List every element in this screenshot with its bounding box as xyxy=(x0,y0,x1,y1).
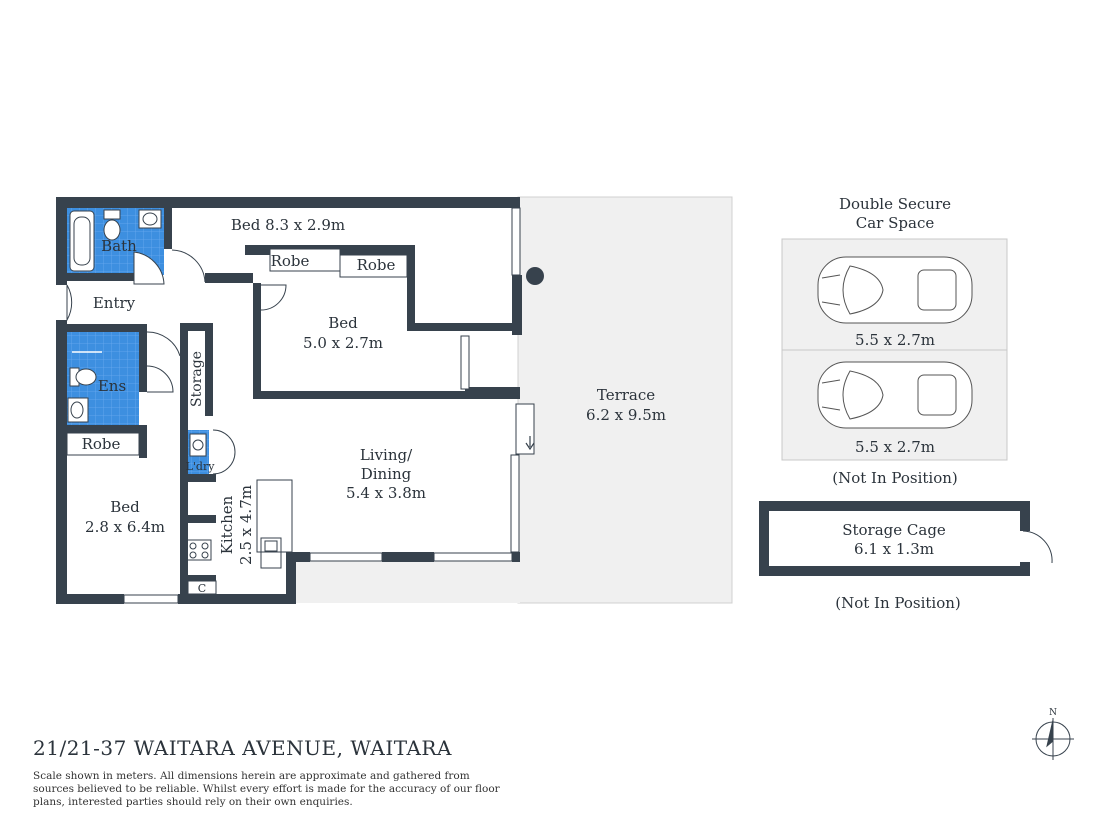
storage-cage: Storage Cage 6.1 x 1.3m (Not In Position… xyxy=(759,501,1030,612)
car-space: Double Secure Car Space 5.5 x 2.7m 5.5 x… xyxy=(781,195,1008,487)
windows xyxy=(123,207,535,604)
bed2-label: Bed xyxy=(328,314,358,332)
car-space-title-1: Double Secure xyxy=(839,195,951,213)
terrace-area xyxy=(296,196,733,604)
car-icon-2 xyxy=(817,361,973,429)
bed3-label: Bed xyxy=(110,498,140,516)
column-marker xyxy=(526,267,544,285)
car-space-1-dims: 5.5 x 2.7m xyxy=(855,331,935,349)
car-space-2-dims: 5.5 x 2.7m xyxy=(855,438,935,456)
terrace-label: Terrace xyxy=(597,386,655,404)
bath-label: Bath xyxy=(101,237,137,255)
disclaimer-text: Scale shown in meters. All dimensions he… xyxy=(33,770,500,808)
kitchen-label: Kitchen xyxy=(218,495,236,554)
storage-cage-note: (Not In Position) xyxy=(835,594,961,612)
terrace-dims: 6.2 x 9.5m xyxy=(586,406,666,424)
robe1-label: Robe xyxy=(271,252,310,270)
robe3-label: Robe xyxy=(82,435,121,453)
living-dims: 5.4 x 3.8m xyxy=(346,484,426,502)
living-label: Living/ xyxy=(360,446,413,464)
bathroom-fixtures xyxy=(67,209,207,457)
storage-cage-label: Storage Cage xyxy=(842,521,946,539)
ensuite-label: Ens xyxy=(98,377,126,395)
kitchen-dims: 2.5 x 4.7m xyxy=(237,485,255,565)
bed1-label: Bed 8.3 x 2.9m xyxy=(231,216,345,234)
door-swings xyxy=(66,249,1053,564)
bed2-dims: 5.0 x 2.7m xyxy=(303,334,383,352)
sliding-door-arrow xyxy=(525,436,535,451)
storage-cage-dims: 6.1 x 1.3m xyxy=(854,540,934,558)
dining-label: Dining xyxy=(361,465,412,483)
car-space-note: (Not In Position) xyxy=(832,469,958,487)
car-space-title-2: Car Space xyxy=(856,214,935,232)
laundry-label: L'dry xyxy=(186,460,216,473)
compass-north-label: N xyxy=(1049,708,1057,718)
robe2-label: Robe xyxy=(357,256,396,274)
car-icon-1 xyxy=(817,256,973,324)
cupboard-label: C xyxy=(198,582,206,595)
property-address: 21/21-37 WAITARA AVENUE, WAITARA xyxy=(33,736,452,760)
entry-label: Entry xyxy=(93,294,136,312)
kitchen-fixtures xyxy=(186,479,293,595)
bed3-dims: 2.8 x 6.4m xyxy=(85,518,165,536)
north-compass-icon: N xyxy=(1032,708,1074,760)
storage-label: Storage xyxy=(189,351,205,407)
